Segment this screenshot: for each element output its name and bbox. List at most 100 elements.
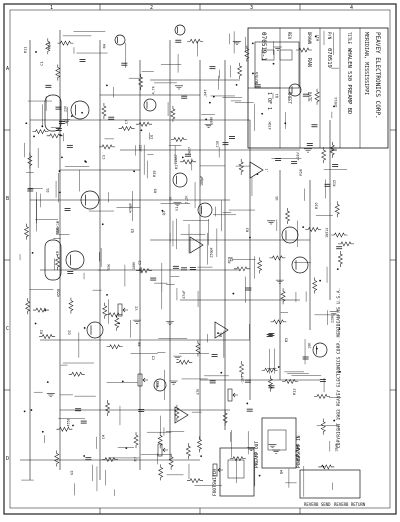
component-designator: Q2 [130, 229, 134, 233]
component-value: GND [139, 267, 143, 273]
active-device-symbol [312, 342, 328, 358]
component-value: 4558 [56, 289, 60, 297]
component-designator: R15 [332, 180, 336, 187]
edge-marker-d: D [6, 456, 9, 462]
junction-dot [258, 474, 261, 477]
component-designator: R14 [48, 43, 52, 50]
resistor-symbol [312, 277, 318, 294]
junction-dot [205, 118, 208, 121]
label-footswitch: FOOTSWITCH [212, 469, 218, 496]
component-labels-layer: R1R2R3R4R5R6R7R8R9R10R11R12R13R14R15R16R… [23, 35, 338, 475]
resistor-symbol [102, 302, 108, 319]
resistor-symbol [104, 400, 111, 417]
junction-dot [338, 328, 341, 331]
junction-dot [333, 105, 335, 108]
junction-dot [200, 455, 203, 458]
component-value: 680K [56, 225, 60, 234]
label-power-amp-in: POWER AMP IN [296, 435, 302, 468]
part-number: 070519 [326, 48, 332, 68]
component-value: .047 [203, 89, 207, 97]
ground-symbol [62, 119, 71, 124]
potentiometer-wiper [122, 307, 128, 313]
active-device-symbol [197, 202, 213, 218]
edge-marker-a: A [6, 66, 9, 72]
junction-dot [220, 371, 223, 374]
junction-dot [251, 42, 254, 45]
junction-dot [181, 156, 184, 159]
component-designator: R5 [284, 338, 288, 342]
junction-dot [208, 101, 211, 104]
footswitch-jack [219, 447, 255, 497]
resistor-symbol [257, 257, 263, 274]
resistor-symbol [45, 38, 51, 55]
resistor-symbol [106, 344, 123, 350]
junction-dot [106, 293, 108, 296]
resistor-symbol [280, 288, 286, 305]
component-value: 10K [307, 342, 311, 349]
component-value: 47uF [182, 291, 186, 299]
op-amp-symbol [174, 406, 189, 424]
component-designator: D1 [46, 188, 50, 192]
ground-symbol [273, 46, 282, 51]
active-device-symbol [114, 34, 126, 46]
active-device-symbol [288, 83, 302, 97]
ground-symbol [204, 123, 213, 128]
op-amp-symbol [214, 321, 229, 339]
component-designator: C10 [215, 141, 219, 148]
title-block: PEAVEY ELECTRONICS CORP. MERIDIAN, MISSI… [247, 27, 389, 149]
resistor-symbol [32, 129, 49, 135]
component-value: 470pF [128, 203, 132, 213]
active-device-symbol [86, 321, 104, 339]
junction-dot [83, 327, 86, 329]
junction-dot [34, 322, 37, 325]
ground-symbol [173, 355, 182, 360]
component-value: 22K [63, 105, 67, 112]
ground-symbol [174, 85, 183, 90]
rev-label: REV [287, 32, 292, 40]
resistor-symbol [68, 297, 74, 314]
junction-dot [101, 223, 104, 226]
drawn-label: DRAWN [307, 32, 312, 45]
active-device-symbol [172, 172, 188, 188]
component-designator: V2 [134, 306, 138, 310]
resistor-symbol [25, 298, 31, 315]
potentiometer-wiper [217, 467, 223, 473]
ground-symbol [46, 393, 55, 397]
active-device-symbol [80, 190, 100, 210]
components-layer [23, 24, 354, 484]
junction-dot [59, 134, 62, 137]
title-company: PEAVEY ELECTRONICS CORP. [374, 32, 381, 119]
edge-marker-2: 2 [150, 5, 153, 11]
resistor-symbol [99, 144, 116, 150]
component-designator: R13 [292, 388, 296, 395]
label-reverb-send: REVERB SEND [304, 502, 331, 507]
component-value: 1M [56, 221, 60, 225]
resistor-symbol [118, 125, 135, 132]
resistor-symbol [222, 409, 228, 426]
component-value: 100K [210, 116, 214, 125]
part-label: P/N [327, 32, 332, 40]
junction-dot [336, 268, 339, 271]
potentiometer-body [227, 388, 233, 402]
resistor-symbol [282, 378, 299, 385]
resistor-symbol [39, 333, 56, 340]
notes-title: NOTES [254, 71, 259, 84]
ground-symbol [169, 380, 178, 385]
component-designator: R17 [316, 35, 320, 42]
junction-dot [105, 84, 108, 87]
resistor-symbol [56, 426, 73, 432]
component-value: 2.2K [185, 195, 189, 204]
junction-dot [339, 370, 341, 373]
component-designator: C6 [150, 135, 154, 139]
resistor-symbol [270, 319, 287, 325]
junction-dot [277, 366, 280, 368]
preamp-out-jack [261, 417, 297, 469]
junction-dot [84, 160, 87, 163]
junction-dot [70, 115, 73, 118]
resistor-symbol [267, 375, 274, 392]
component-designator: R19 [228, 257, 232, 264]
resistor-symbol [187, 38, 204, 44]
resistor-symbol [284, 208, 291, 225]
component-designator: C2 [138, 260, 142, 264]
junction-dot [235, 84, 238, 86]
